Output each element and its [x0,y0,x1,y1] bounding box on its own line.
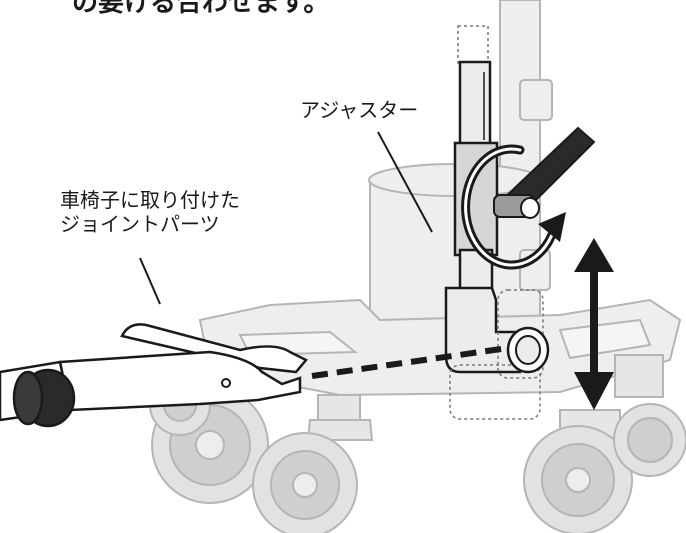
joint-part-label: 車椅子に取り付けた ジョイントパーツ [60,188,240,236]
joint-part-label-line2: ジョイントパーツ [60,212,220,236]
caster-wheels [149,354,686,533]
adjuster-label: アジャスター [300,98,419,122]
adjuster-leader-line [377,131,433,233]
joint-part [0,323,308,428]
stand-background [198,0,682,397]
joint-leader-line [139,257,161,305]
adjuster-assembly [444,25,596,420]
joint-part-label-line1: 車椅子に取り付けた [60,188,240,212]
height-adjust-arrow [574,238,614,410]
connection-line [311,345,509,379]
header-text: の要ける合わせます。 [72,0,330,18]
